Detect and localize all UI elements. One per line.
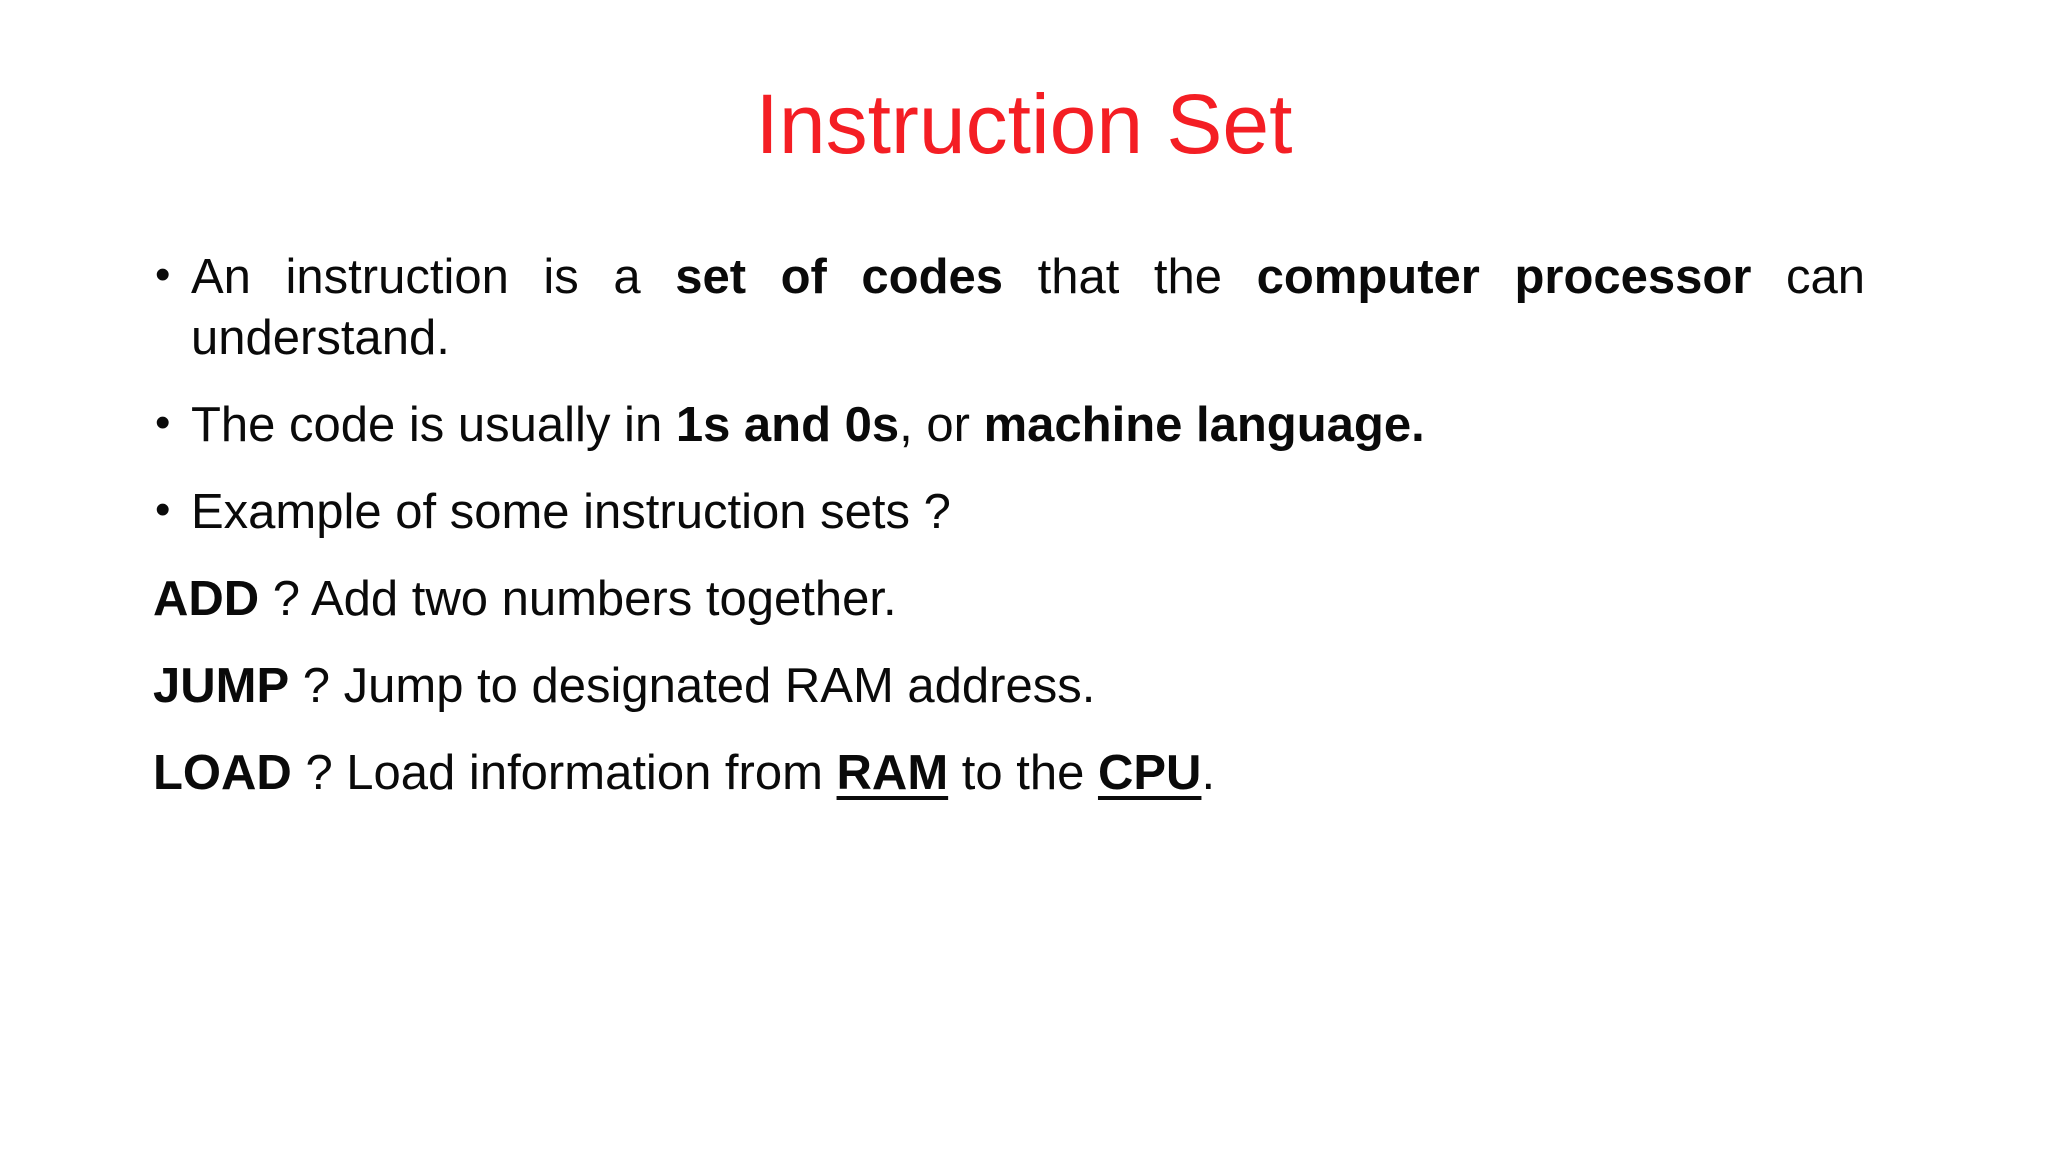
text-run: JUMP bbox=[153, 659, 290, 713]
text-run: , or bbox=[899, 398, 984, 452]
text-run: 1s and 0s bbox=[675, 398, 900, 452]
text-run: LOAD bbox=[153, 746, 292, 800]
bullet-item: • The code is usually in 1s and 0s, or ma… bbox=[153, 395, 1865, 456]
slide-title: Instruction Set bbox=[755, 77, 1293, 171]
text-line: JUMP ? Jump to designated RAM address. bbox=[153, 656, 1865, 717]
bullet-item: • An instruction is a set of codes that t… bbox=[153, 247, 1865, 369]
text-run: ? Add two numbers together. bbox=[259, 572, 897, 626]
text-run: machine language. bbox=[983, 398, 1425, 452]
text-run: The code is usually in bbox=[191, 398, 676, 452]
text-run: ? Jump to designated RAM address. bbox=[289, 659, 1096, 713]
text-run: Example of some instruction sets ? bbox=[191, 485, 951, 539]
text-run: RAM bbox=[836, 746, 949, 800]
text-run: can understand. bbox=[191, 250, 1865, 365]
bullet-icon: • bbox=[155, 485, 171, 534]
bullet-icon: • bbox=[155, 250, 171, 299]
text-line: LOAD ? Load information from RAM to the … bbox=[153, 743, 1865, 804]
text-run: that the bbox=[1003, 250, 1257, 304]
text-line: ADD ? Add two numbers together. bbox=[153, 569, 1865, 630]
text-run: CPU bbox=[1097, 746, 1202, 800]
bullet-icon: • bbox=[155, 398, 171, 447]
text-run: to the bbox=[948, 746, 1098, 800]
text-run: computer processor bbox=[1256, 250, 1752, 304]
text-run: ? Load information from bbox=[291, 746, 837, 800]
text-run: An instruction is a bbox=[191, 250, 676, 304]
text-run: set of codes bbox=[675, 250, 1004, 304]
slide-body: • An instruction is a set of codes that t… bbox=[153, 247, 1865, 830]
bullet-item: • Example of some instruction sets ? bbox=[153, 482, 1865, 543]
text-run: . bbox=[1201, 746, 1216, 800]
text-run: ADD bbox=[153, 572, 260, 626]
